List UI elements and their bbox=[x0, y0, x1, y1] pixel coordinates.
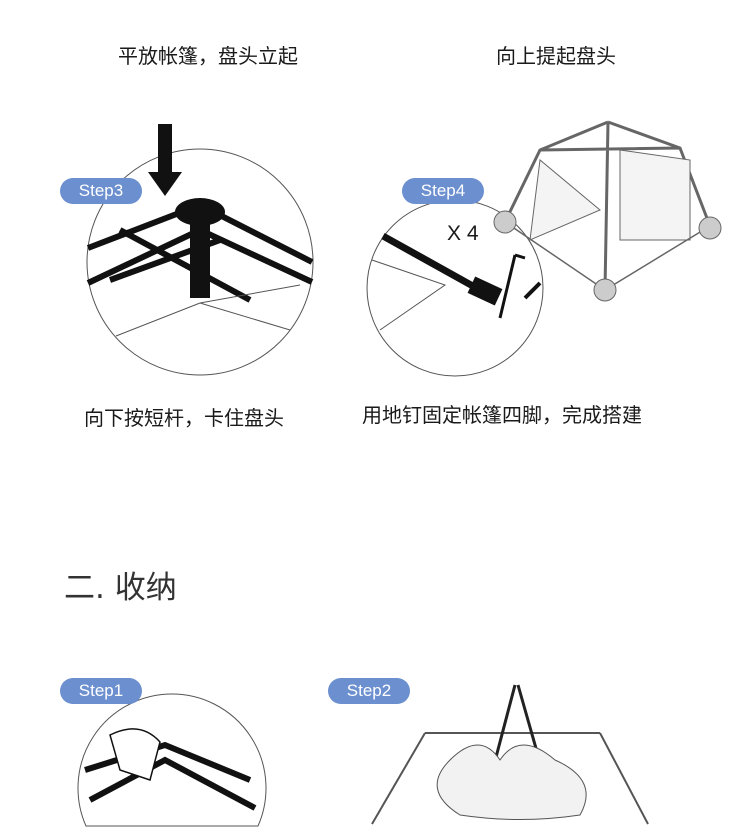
step4-badge: Step4 bbox=[402, 178, 484, 204]
step3-caption: 向下按短杆，卡住盘头 bbox=[84, 406, 284, 430]
storage-step1-badge: Step1 bbox=[60, 678, 142, 704]
caption-lay-flat: 平放帐篷，盘头立起 bbox=[118, 44, 298, 68]
storage-step2-illustration bbox=[371, 684, 649, 825]
tent-illustration bbox=[493, 120, 722, 302]
step3-badge: Step3 bbox=[60, 178, 142, 204]
step4-illustration bbox=[366, 199, 544, 377]
storage-step2-badge: Step2 bbox=[328, 678, 410, 704]
arrow-icon bbox=[523, 281, 542, 300]
section-heading: 二. 收纳 bbox=[64, 570, 177, 606]
down-arrow-icon bbox=[148, 124, 182, 196]
multiplier-label: X 4 bbox=[447, 222, 479, 245]
step4-caption: 用地钉固定帐篷四脚，完成搭建 bbox=[362, 403, 642, 427]
caption-lift-hub: 向上提起盘头 bbox=[496, 44, 616, 68]
storage-step1-illustration bbox=[77, 693, 267, 827]
step3-illustration bbox=[86, 124, 314, 376]
